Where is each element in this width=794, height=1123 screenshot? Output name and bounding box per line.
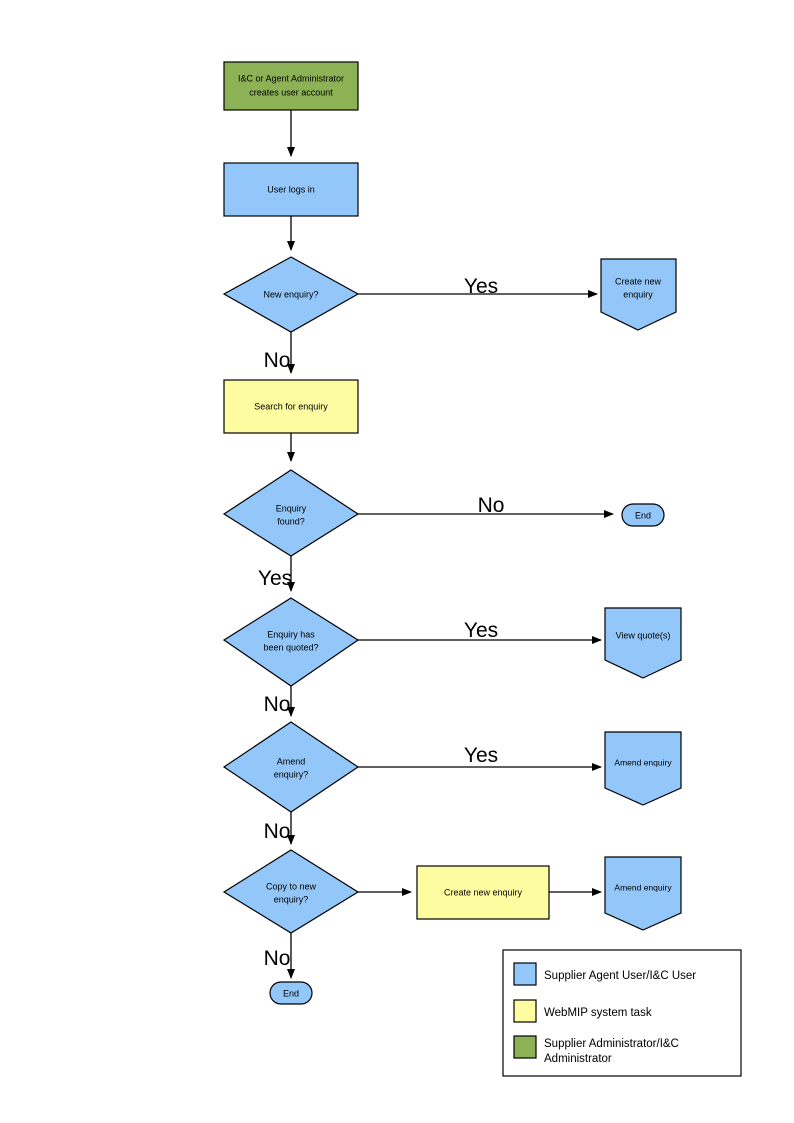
edge-label-quoted-yes: Yes xyxy=(464,619,498,642)
node-shape-diamond xyxy=(222,256,360,333)
node-amend-enquiry-decision[interactable]: Amend enquiry? xyxy=(222,721,360,813)
node-label-line1: Search for enquiry xyxy=(254,401,328,411)
node-shape-rect xyxy=(223,162,359,217)
node-end-2[interactable]: End xyxy=(269,981,313,1005)
node-copy-to-new-enquiry-decision[interactable]: Copy to new enquiry? xyxy=(222,849,360,934)
node-label-line2: been quoted? xyxy=(263,642,318,652)
node-create-user-account[interactable]: I&C or Agent Administrator creates user … xyxy=(223,61,359,111)
legend-item-supplier-agent-user: Supplier Agent User/I&C User xyxy=(513,962,696,986)
edge-label-amend-no: No xyxy=(264,820,291,843)
node-enquiry-found-decision[interactable]: Enquiry found? xyxy=(222,469,360,557)
node-shape-terminator xyxy=(269,981,313,1005)
node-create-new-enquiry-2[interactable]: Create new enquiry xyxy=(416,865,550,920)
node-enquiry-quoted-decision[interactable]: Enquiry has been quoted? xyxy=(222,597,360,687)
node-shape-diamond xyxy=(222,469,360,557)
node-label-line1: Amend enquiry xyxy=(614,882,672,892)
legend-item-webmip-system-task: WebMIP system task xyxy=(513,999,652,1023)
node-label-line1: End xyxy=(635,510,651,520)
node-shape-preparation xyxy=(604,856,682,931)
node-label-line2: creates user account xyxy=(249,87,333,97)
node-label-line2: enquiry xyxy=(623,289,653,299)
legend-item-supplier-administrator: Supplier Administrator/I&C Administrator xyxy=(513,1035,679,1065)
node-view-quotes[interactable]: View quote(s) xyxy=(604,607,682,679)
legend-label-line2: Administrator xyxy=(544,1053,612,1065)
node-label-line1: Create new xyxy=(615,276,662,286)
node-label-line2: enquiry? xyxy=(274,894,309,904)
legend-panel xyxy=(502,949,742,1077)
node-shape-diamond xyxy=(222,849,360,934)
node-shape-rect xyxy=(223,379,359,434)
legend-swatch-green xyxy=(513,1035,537,1059)
node-label-line1: I&C or Agent Administrator xyxy=(238,73,344,83)
node-shape-preparation xyxy=(604,731,682,806)
edge-label-new-enquiry-no: No xyxy=(264,349,291,372)
node-label-line1: View quote(s) xyxy=(616,630,671,640)
node-label-line1: New enquiry? xyxy=(263,289,318,299)
node-end-1[interactable]: End xyxy=(621,503,665,527)
edge-label-enquiry-found-no: No xyxy=(478,494,505,517)
node-shape-preparation xyxy=(600,258,677,331)
node-label-line1: Amend xyxy=(277,756,306,766)
node-user-logs-in[interactable]: User logs in xyxy=(223,162,359,217)
node-amend-enquiry-1[interactable]: Amend enquiry xyxy=(604,731,682,806)
node-label-line1: End xyxy=(283,988,299,998)
node-shape-rect xyxy=(416,865,550,920)
node-shape-preparation xyxy=(604,607,682,679)
legend-label: Supplier Agent User/I&C User xyxy=(544,970,696,982)
node-label-line1: Create new enquiry xyxy=(444,887,523,897)
node-amend-enquiry-2[interactable]: Amend enquiry xyxy=(604,856,682,931)
node-label-line1: Enquiry xyxy=(276,503,307,513)
node-search-for-enquiry[interactable]: Search for enquiry xyxy=(223,379,359,434)
legend-swatch-blue xyxy=(513,962,537,986)
node-shape-diamond xyxy=(222,597,360,687)
edge-label-copy-no: No xyxy=(264,947,291,970)
legend-label-line1: Supplier Administrator/I&C xyxy=(544,1038,679,1050)
node-shape-rect xyxy=(223,61,359,111)
node-label-line2: enquiry? xyxy=(274,769,309,779)
node-shape-terminator xyxy=(621,503,665,527)
legend-label: WebMIP system task xyxy=(544,1007,652,1019)
node-label-line1: User logs in xyxy=(267,184,315,194)
connectors xyxy=(287,110,614,979)
edge-label-amend-yes: Yes xyxy=(464,744,498,767)
node-label-line1: Amend enquiry xyxy=(614,757,672,767)
edge-labels: Yes No No Yes Yes No Yes No No xyxy=(258,275,505,970)
node-create-new-enquiry-1[interactable]: Create new enquiry xyxy=(600,258,677,331)
node-label-line1: Enquiry has xyxy=(267,629,315,639)
edge-label-quoted-no: No xyxy=(264,693,291,716)
node-label-line1: Copy to new xyxy=(266,881,317,891)
node-shape-diamond xyxy=(222,721,360,813)
edge-label-new-enquiry-yes: Yes xyxy=(464,275,498,298)
legend-swatch-yellow xyxy=(513,999,537,1023)
node-new-enquiry-decision[interactable]: New enquiry? xyxy=(222,256,360,333)
legend: Supplier Agent User/I&C User WebMIP syst… xyxy=(502,949,742,1077)
node-label-line2: found? xyxy=(277,516,305,526)
edge-label-enquiry-found-yes: Yes xyxy=(258,567,292,590)
